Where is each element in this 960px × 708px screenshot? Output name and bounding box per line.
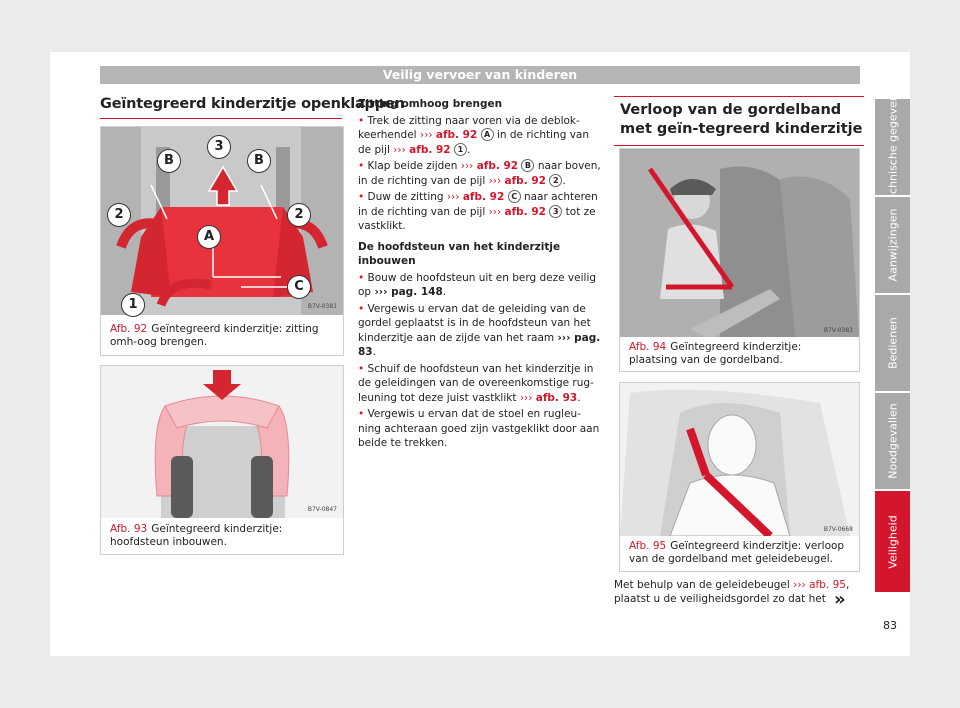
image-code: B7V-0668 [823, 526, 853, 533]
callout-2-left: 2 [107, 203, 131, 227]
callout-3: 3 [207, 135, 231, 159]
tab-aanwijzingen[interactable]: Aanwijzingen [875, 197, 910, 293]
image-code: B7V-0847 [307, 506, 337, 513]
image-code: B7V-0381 [307, 303, 337, 310]
subheading: De hoofdsteun van het kinderzitje inbouw… [358, 240, 561, 268]
tab-noodgevallen[interactable]: Noodgevallen [875, 393, 910, 489]
tab-veiligheid[interactable]: Veiligheid [875, 491, 910, 592]
section-heading-left: Geïntegreerd kinderzitje openklappen [100, 96, 405, 119]
image-code: B7V-0383 [823, 327, 853, 334]
child-seatbelt-illustration [620, 149, 859, 337]
bullet: • Trek de zitting naar voren via de debl… [358, 114, 590, 156]
bullet: • Duw de zitting ››› afb. 92 C naar acht… [358, 190, 598, 232]
callout-a: A [197, 225, 221, 249]
bullet: • Vergewis u ervan dat de geleiding van … [358, 302, 601, 359]
belt-guide-illustration [620, 383, 859, 536]
bullet: • Schuif de hoofdsteun van het kinderzit… [358, 362, 594, 404]
bullet: • Klap beide zijden ››› afb. 92 B naar b… [358, 159, 601, 187]
continuation-text: Met behulp van de geleidebeugel ››› afb.… [614, 579, 850, 605]
tab-bedienen[interactable]: Bedienen [875, 295, 910, 391]
callout-b-left: B [157, 149, 181, 173]
bullet: • Vergewis u ervan dat de stoel en rugle… [358, 408, 600, 449]
subheading: Zitting omhoog brengen [358, 98, 503, 110]
callout-b-right: B [247, 149, 271, 173]
section-heading-right: Verloop van de gordelband met geïn-tegre… [614, 96, 864, 146]
tab-technische-gegevens[interactable]: Technische gegevens [875, 88, 910, 206]
bullet: • Bouw de hoofdsteun uit en berg deze ve… [358, 271, 597, 299]
callout-1: 1 [121, 293, 145, 317]
chapter-banner: Veilig vervoer van kinderen [100, 66, 860, 84]
callout-2-right: 2 [287, 203, 311, 227]
callout-c: C [287, 275, 311, 299]
headrest-illustration [101, 366, 343, 518]
continue-arrow-icon: » [834, 589, 846, 610]
page-number: 83 [883, 619, 897, 632]
instruction-text: Zitting omhoog brengen • Trek de zitting… [358, 97, 601, 457]
